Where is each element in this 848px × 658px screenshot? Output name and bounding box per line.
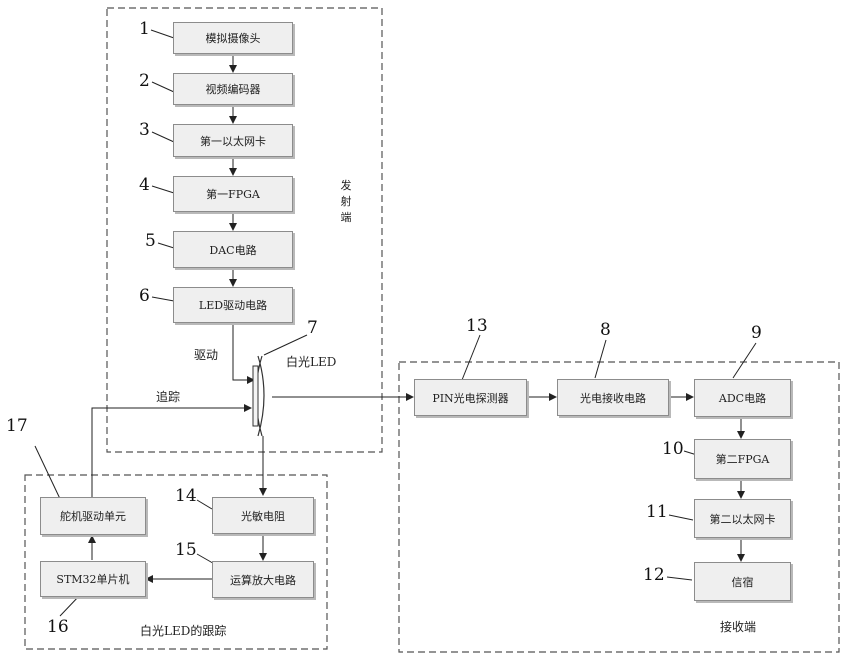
block-dac-circuit: DAC电路 [173,231,293,268]
number-16: 16 [47,617,69,637]
leader-11 [669,515,693,520]
block-video-encoder: 视频编码器 [173,73,293,105]
number-14: 14 [175,486,197,506]
block-adc-circuit: ADC电路 [694,379,791,417]
leader-12 [667,577,692,580]
leader-13 [462,335,480,380]
label-transmitter: 发射端 [340,178,352,226]
number-9: 9 [751,323,762,343]
leader-7 [264,335,307,355]
leader-8 [595,340,606,378]
number-11: 11 [646,502,668,522]
number-6: 6 [139,286,150,306]
label-drive: 驱动 [194,346,218,363]
number-8: 8 [600,320,611,340]
leader-5 [158,243,174,248]
block-photoresistor: 光敏电阻 [212,497,314,534]
leader-6 [152,297,174,301]
leader-1 [151,30,174,38]
number-5: 5 [145,231,156,251]
leader-16 [60,595,80,616]
number-12: 12 [643,565,665,585]
number-4: 4 [139,175,150,195]
number-7: 7 [307,318,318,338]
label-led-tracking: 白光LED的跟踪 [140,622,226,639]
block-led-driver: LED驱动电路 [173,287,293,323]
number-17: 17 [6,416,28,436]
block-servo-driver: 舵机驱动单元 [40,497,146,535]
leader-3 [152,132,174,142]
block-stm32: STM32单片机 [40,561,146,597]
leader-14 [197,500,212,509]
block-second-ethernet-card: 第二以太网卡 [694,499,791,538]
white-led-symbol [253,356,264,436]
block-sink: 信宿 [694,562,791,601]
block-second-fpga: 第二FPGA [694,439,791,479]
block-photo-receiver: 光电接收电路 [557,379,669,416]
arrow-6-led [233,323,254,380]
label-tracking: 追踪 [156,388,180,405]
label-receiver: 接收端 [720,618,756,635]
leader-9 [733,343,756,378]
leader-2 [152,82,174,92]
leader-4 [152,186,174,193]
block-op-amp: 运算放大电路 [212,561,314,598]
number-10: 10 [662,439,684,459]
block-first-ethernet-card: 第一以太网卡 [173,124,293,157]
number-1: 1 [139,19,150,39]
number-2: 2 [139,71,150,91]
number-15: 15 [175,540,197,560]
block-pin-detector: PIN光电探测器 [414,379,527,416]
block-first-fpga: 第一FPGA [173,176,293,212]
label-white-led: 白光LED [286,353,336,370]
number-3: 3 [139,120,150,140]
number-13: 13 [466,316,488,336]
block-analog-camera: 模拟摄像头 [173,22,293,54]
